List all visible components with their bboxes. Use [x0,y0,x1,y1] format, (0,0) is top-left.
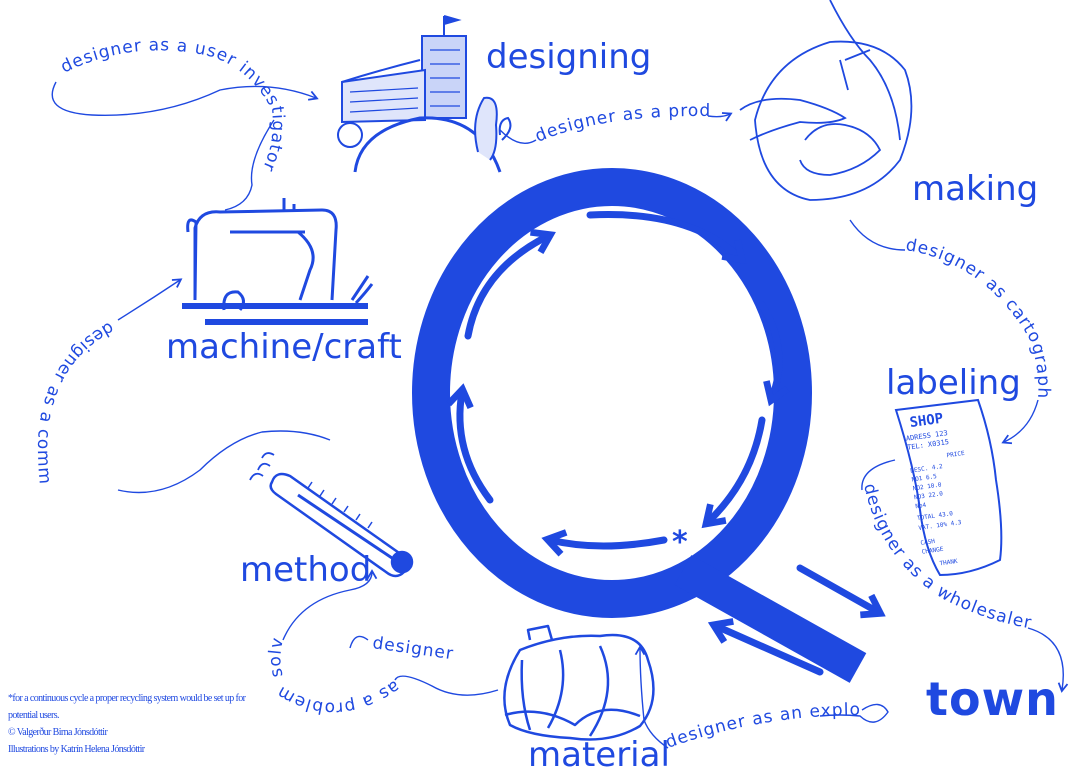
svg-text:NO2 10.0: NO2 10.0 [912,481,942,492]
receipt-icon: SHOP ADRESS 123 TEL: X0315 PRICE DESC. 4… [894,398,1003,577]
svg-text:SHOP: SHOP [909,411,945,432]
building-icon [337,15,512,173]
plastic-bottle-icon [503,624,655,741]
svg-text:NO3 22.0: NO3 22.0 [914,490,944,501]
thermometer-icon [249,452,414,578]
svg-text:CHANGE: CHANGE [921,546,944,556]
svg-text:NO1 6.5: NO1 6.5 [911,473,937,484]
station-labeling: labeling [886,363,1021,403]
hands-icon [739,0,913,201]
svg-text:DESC. 4.2: DESC. 4.2 [910,463,944,475]
svg-text:No4: No4 [915,502,927,510]
connector-arrows [51,81,1069,749]
svg-text:THANK: THANK [939,558,958,567]
station-town: town [926,672,1059,726]
magnifier-q-icon [412,168,867,683]
town-flow-arrows [707,564,886,676]
sewing-machine-icon [182,198,374,325]
station-machine-craft: machine/craft [166,327,402,367]
cycle-arrows [446,211,790,557]
station-method: method [240,550,372,590]
footnote-line: potential users. [8,710,60,721]
footnote: *for a continuous cycle a proper recycli… [8,690,298,758]
footnote-line: *for a continuous cycle a proper recycli… [8,693,246,704]
copyright-line: © Valgerður Birna Jónsdóttir [8,727,108,738]
station-making: making [912,169,1039,209]
cycle-asterisk: * [672,525,688,560]
role-problem-solver-designer: designer [371,633,455,664]
station-material: material [528,735,670,774]
illustration-credit: Illustrations by Katrín Helena Jónsdótti… [8,744,145,755]
svg-text:PRICE: PRICE [946,450,965,459]
role-communicator: designer as a communicator [0,0,117,486]
role-user-investigator: designer as a user investigator [58,35,288,175]
svg-text:CASH: CASH [920,538,936,547]
station-designing: designing [486,37,652,77]
